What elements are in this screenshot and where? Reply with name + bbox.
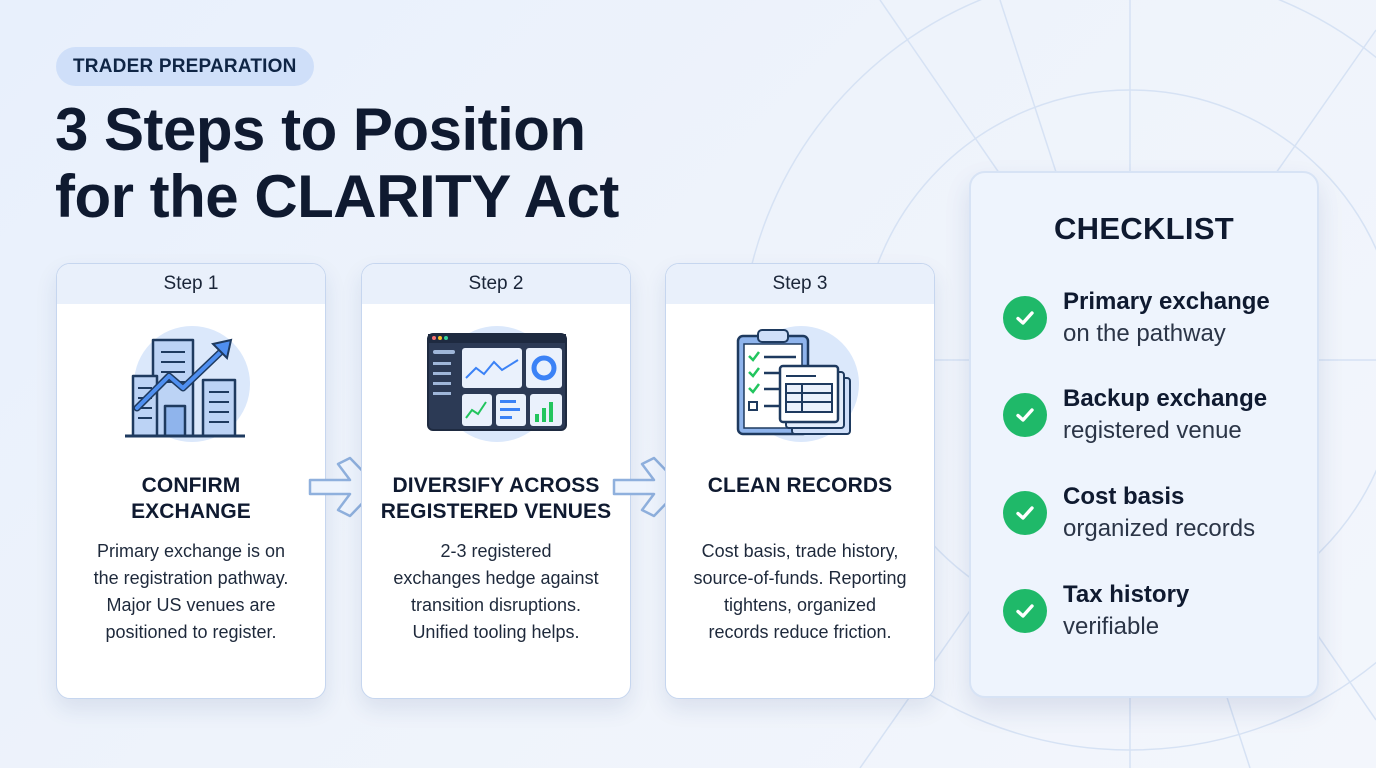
step-title: DIVERSIFY ACROSS REGISTERED VENUES xyxy=(372,473,620,525)
checklist-item: Cost basis organized records xyxy=(1003,483,1303,545)
step-description-line: Cost basis, trade history, xyxy=(701,541,899,561)
step-description: 2-3 registered exchanges hedge against t… xyxy=(376,538,616,646)
checklist-item-title: Tax history xyxy=(1063,581,1190,608)
step-title-line-1: CLEAN RECORDS xyxy=(707,474,893,497)
step-description-line: the registration pathway. xyxy=(93,568,289,588)
step-description-line: Unified tooling helps. xyxy=(412,622,580,642)
step-title: CLEAN RECORDS xyxy=(676,473,924,499)
step-card-1: Step 1 CONFIRM EXC xyxy=(56,263,326,699)
step-card-2: Step 2 DIVERSIFY ACROSS REGISTERED VENUE… xyxy=(361,263,631,699)
building-growth-icon xyxy=(57,322,325,452)
step-label: Step 2 xyxy=(362,264,630,304)
step-description-line: Primary exchange is on xyxy=(96,541,286,561)
step-card-3: Step 3 CLEAN RECORDS Cost basis, trade h… xyxy=(665,263,935,699)
page-title-line-2: for the CLARITY Act xyxy=(55,163,619,230)
checklist-item-detail: registered venue xyxy=(1063,417,1242,444)
step-description-line: tightens, organized xyxy=(723,595,877,615)
step-title-line-1: DIVERSIFY ACROSS xyxy=(392,474,600,497)
step-description: Cost basis, trade history, source-of-fun… xyxy=(680,538,920,646)
checklist-panel: CHECKLIST Primary exchange on the pathwa… xyxy=(969,171,1319,698)
checklist-item-title: Primary exchange xyxy=(1063,288,1270,315)
step-label: Step 3 xyxy=(666,264,934,304)
checklist-item-title: Backup exchange xyxy=(1063,385,1268,412)
step-description: Primary exchange is on the registration … xyxy=(71,538,311,646)
step-title-line-2: REGISTERED VENUES xyxy=(380,500,612,523)
step-title-line-2: EXCHANGE xyxy=(131,500,251,523)
checklist-item-detail: on the pathway xyxy=(1063,320,1226,347)
step-title-line-1: CONFIRM xyxy=(141,474,241,497)
step-title: CONFIRM EXCHANGE xyxy=(67,473,315,525)
checkmark-icon xyxy=(1003,393,1047,437)
checklist-item-detail: verifiable xyxy=(1063,613,1160,640)
checklist-item: Tax history verifiable xyxy=(1003,581,1303,643)
clipboard-records-icon xyxy=(666,322,934,452)
checklist-item: Backup exchange registered venue xyxy=(1003,385,1303,447)
step-description-line: transition disruptions. xyxy=(410,595,582,615)
step-description-line: exchanges hedge against xyxy=(393,568,599,588)
step-description-line: positioned to register. xyxy=(105,622,277,642)
checklist-title: CHECKLIST xyxy=(1053,211,1235,246)
checkmark-icon xyxy=(1003,589,1047,633)
step-description-line: Major US venues are xyxy=(106,595,276,615)
step-label: Step 1 xyxy=(57,264,325,304)
page-title-line-1: 3 Steps to Position xyxy=(55,96,586,163)
checklist-item: Primary exchange on the pathway xyxy=(1003,288,1303,350)
checkmark-icon xyxy=(1003,491,1047,535)
step-description-line: 2-3 registered xyxy=(440,541,552,561)
checkmark-icon xyxy=(1003,296,1047,340)
dashboard-icon xyxy=(362,322,630,452)
step-description-line: source-of-funds. Reporting xyxy=(693,568,907,588)
checklist-item-detail: organized records xyxy=(1063,515,1256,542)
page-title: 3 Steps to Position for the CLARITY Act xyxy=(55,96,755,230)
section-badge: TRADER PREPARATION xyxy=(56,47,314,86)
checklist-item-title: Cost basis xyxy=(1063,483,1185,510)
step-description-line: records reduce friction. xyxy=(708,622,892,642)
